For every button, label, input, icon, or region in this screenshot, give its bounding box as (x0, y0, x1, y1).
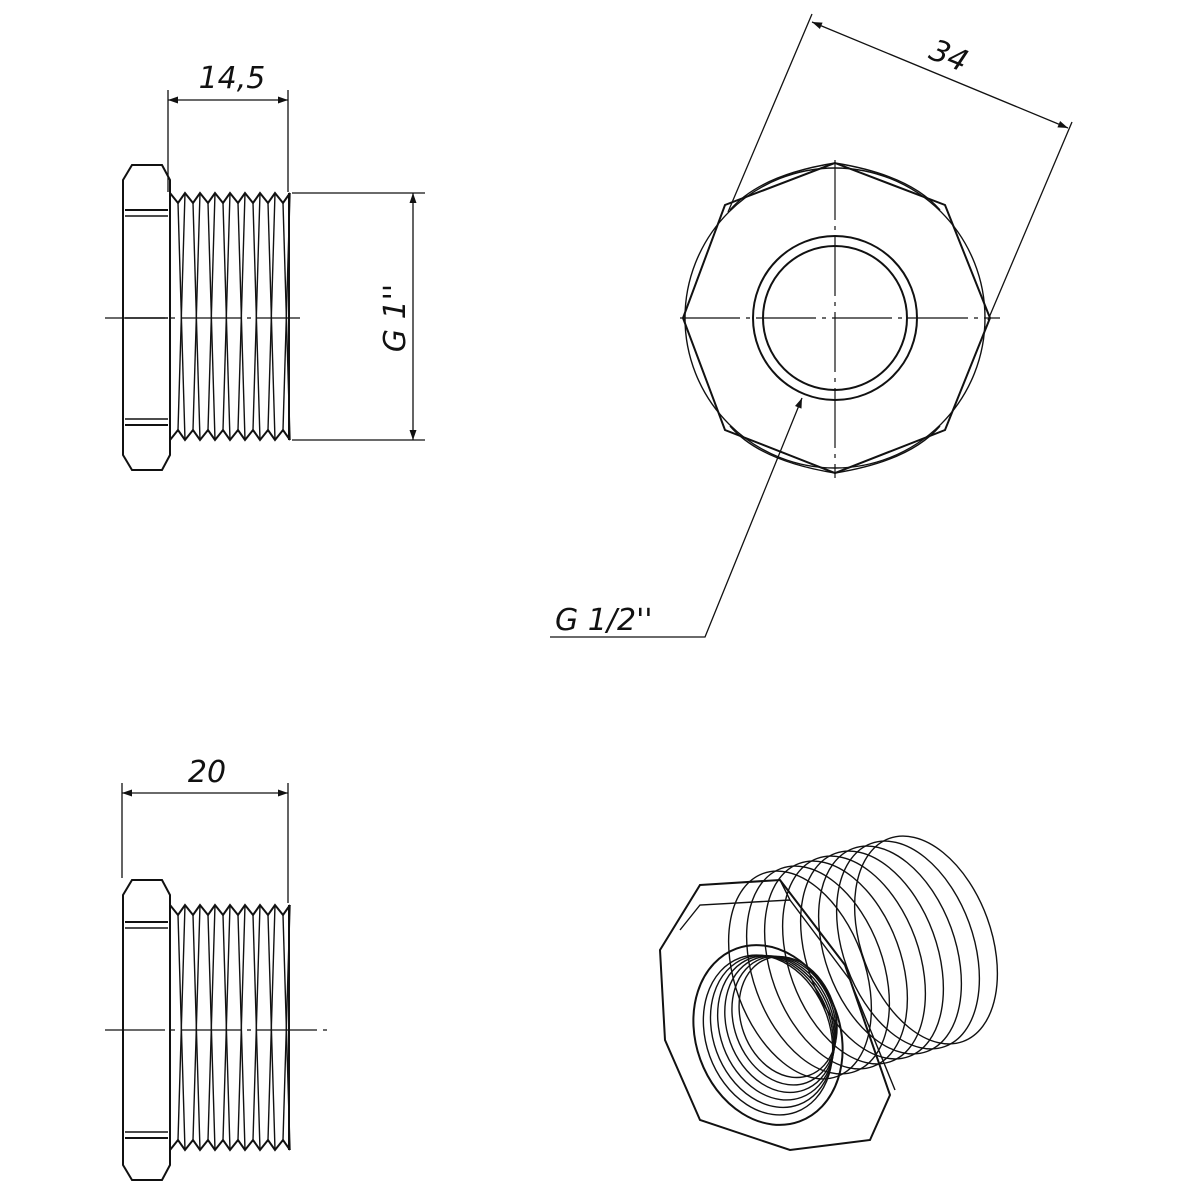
thread-profile-bottom (169, 428, 291, 442)
thread-root (222, 914, 231, 1151)
iso-thread-ring (853, 835, 999, 1045)
thread-profile-top (169, 191, 291, 205)
dimension-label: G 1/2'' (555, 603, 653, 638)
thread-root (237, 202, 246, 441)
dimension-thread-length: 14,5 (167, 61, 289, 192)
dimension-across-flats: 34 (727, 13, 1073, 321)
iso-thread-ring (835, 840, 981, 1050)
thread-root (192, 914, 201, 1151)
dimension-overall-length: 20 (121, 755, 289, 903)
thread-root (192, 202, 201, 441)
outer-thread (169, 903, 291, 1152)
thread-root (207, 914, 216, 1151)
thread-profile-top (169, 903, 291, 917)
thread-root (267, 914, 276, 1151)
dimension-label: 20 (188, 755, 226, 790)
thread-root (252, 202, 261, 441)
thread-root (207, 202, 216, 441)
iso-inner-thread-ring (724, 955, 837, 1094)
iso-inner-thread-ring (709, 954, 835, 1109)
front-view: 34 G 1/2'' (550, 13, 1073, 638)
iso-thread-ring (763, 860, 909, 1070)
outer-thread (169, 191, 291, 442)
iso-thread-ring (817, 845, 963, 1055)
dimension-outer-thread: G 1'' (292, 192, 425, 441)
iso-inner-thread-ring (716, 954, 836, 1101)
iso-inner-thread (702, 954, 838, 1116)
dimension-label: 14,5 (199, 61, 266, 96)
iso-inner-thread-ring (702, 954, 834, 1116)
side-view-bottom: 20 (105, 755, 330, 1181)
leader-inner-thread: G 1/2'' (550, 397, 803, 638)
thread-profile-bottom (169, 1138, 291, 1152)
dimension-label: G 1'' (378, 284, 413, 352)
thread-root (222, 202, 231, 441)
side-view-top: 14,5 G 1'' (105, 61, 425, 471)
thread-root (252, 914, 261, 1151)
dimension-label: 34 (924, 33, 973, 80)
iso-thread-ring (745, 865, 891, 1075)
iso-thread-ring (799, 850, 945, 1060)
thread-root (177, 914, 186, 1151)
iso-thread-ring (727, 870, 873, 1080)
iso-thread-ring (781, 855, 927, 1065)
thread-root (237, 914, 246, 1151)
iso-outer-thread (727, 835, 999, 1080)
thread-root (177, 202, 186, 441)
isometric-view (658, 835, 999, 1152)
thread-root (267, 202, 276, 441)
iso-inner-thread-ring (738, 955, 838, 1079)
iso-inner-thread-ring (731, 955, 837, 1086)
